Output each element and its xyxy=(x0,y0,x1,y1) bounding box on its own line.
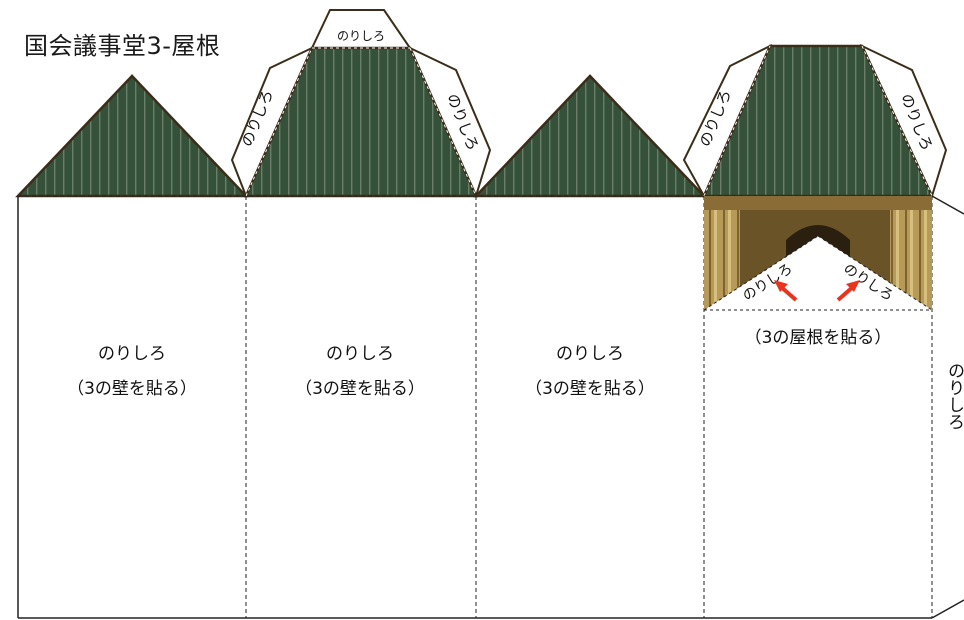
panel-1-label: のりしろ （3の壁を貼る） xyxy=(18,346,246,398)
panel-2-label: のりしろ （3の壁を貼る） xyxy=(246,346,474,398)
wall-panels xyxy=(17,195,933,619)
panel-3-label: のりしろ （3の壁を貼る） xyxy=(476,346,704,398)
side-glue-label: のりしろ xyxy=(944,362,964,430)
panel-2-note: （3の壁を貼る） xyxy=(295,379,425,399)
panel-3-note: （3の壁を貼る） xyxy=(525,379,655,399)
panel-4-note: （3の屋根を貼る） xyxy=(744,328,892,348)
facade-glue-area: のりしろ のりしろ xyxy=(703,235,933,311)
panel-2-glue-text: のりしろ xyxy=(326,344,394,364)
glue-tab-text: のりしろ xyxy=(337,29,385,43)
roof-triangle-1 xyxy=(15,74,249,198)
arrow-left-icon xyxy=(774,280,798,302)
panel-3-glue-text: のりしろ xyxy=(556,344,624,364)
panel-4-label: （3の屋根を貼る） xyxy=(704,330,932,347)
roof-triangle-2 xyxy=(473,74,707,198)
arrow-right-icon xyxy=(836,280,860,302)
panel-1-note: （3の壁を貼る） xyxy=(67,379,197,399)
panel-1-glue-text: のりしろ xyxy=(98,344,166,364)
glue-tab-top-small: のりしろ xyxy=(310,9,412,49)
page-title: 国会議事堂3-屋根 xyxy=(24,32,221,60)
glue-tab-side xyxy=(931,195,964,619)
